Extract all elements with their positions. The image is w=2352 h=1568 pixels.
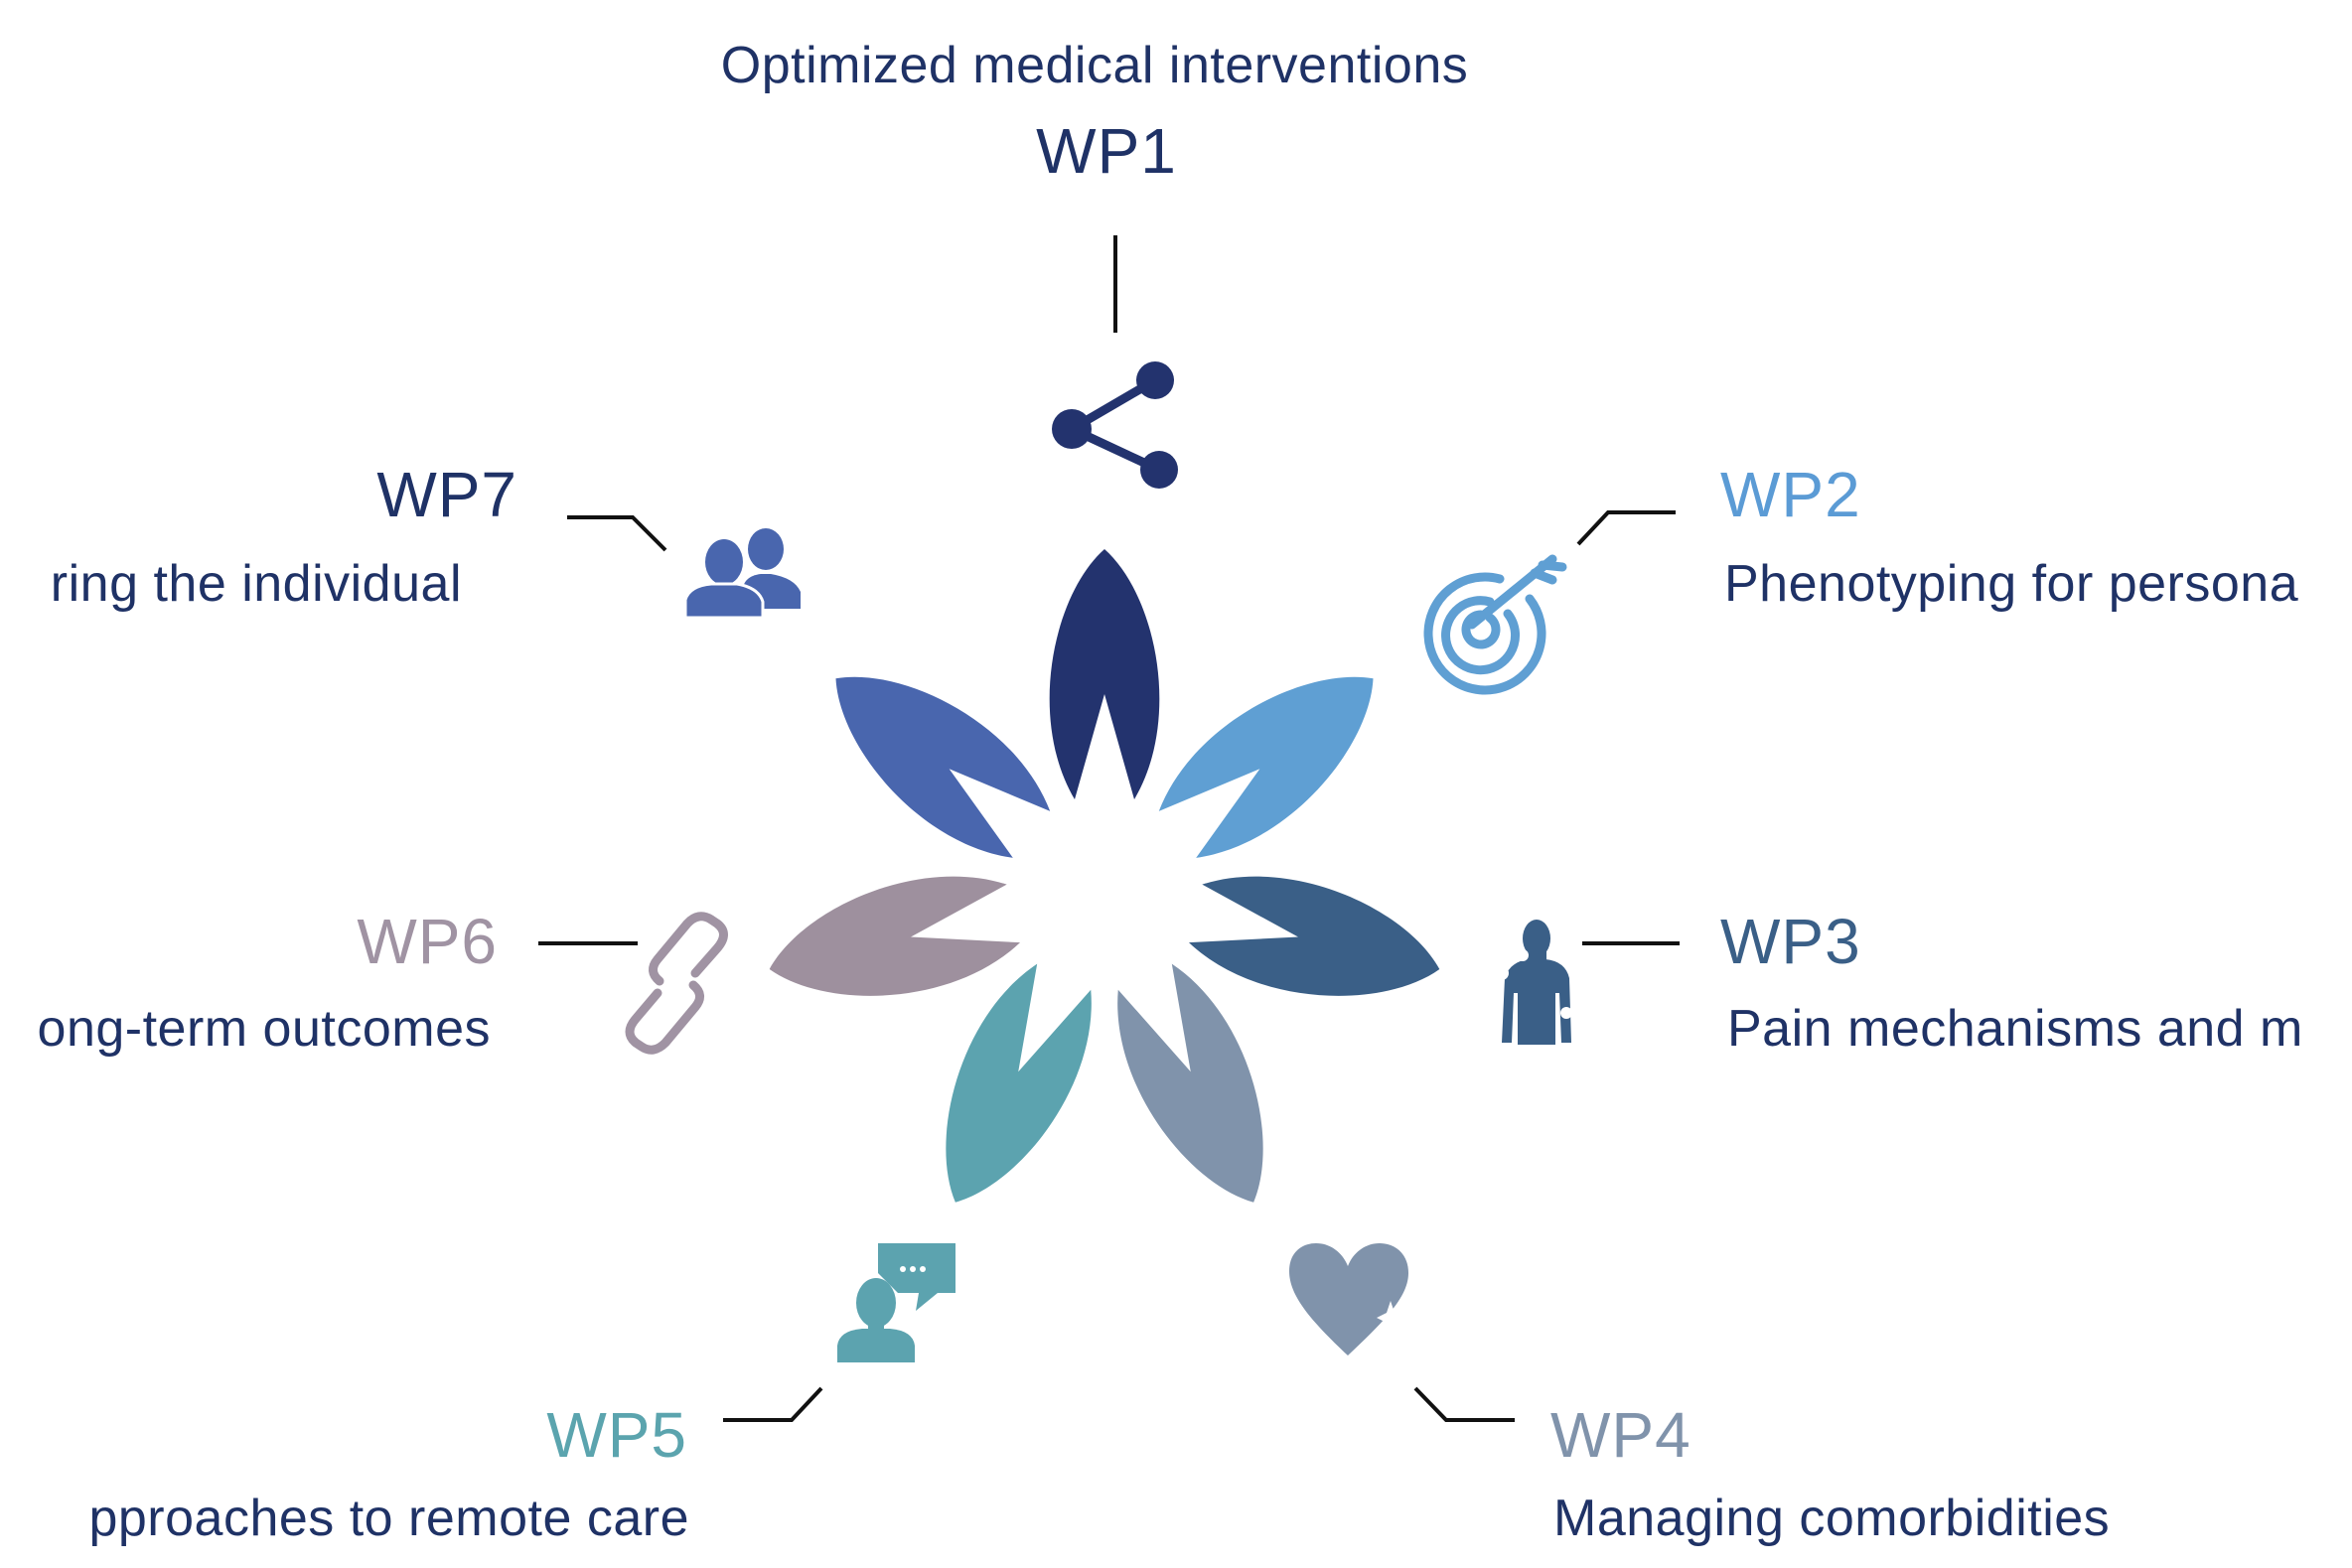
petal-wp1 (1049, 549, 1160, 799)
people-icon (683, 528, 801, 620)
leader-line-wp4 (1413, 1386, 1515, 1422)
wp1-label: WP1 (1036, 115, 1177, 187)
wp4-description: Managing comorbidities (1553, 1490, 2111, 1547)
person-chat-icon (837, 1243, 956, 1362)
wp2-label: WP2 (1720, 459, 1861, 530)
leader-line-wp2 (1576, 510, 1676, 546)
petal-wp5 (946, 963, 1092, 1203)
leader-line-wp7 (567, 515, 667, 552)
wp1-description: Optimized medical interventions (720, 37, 1469, 94)
wp5-description: pproaches to remote care (88, 1490, 689, 1547)
petal-wp4 (1117, 963, 1263, 1203)
wp5-label: WP5 (546, 1399, 687, 1471)
leader-line-wp5 (723, 1386, 823, 1422)
wp7-label: WP7 (376, 459, 517, 530)
wp6-label: WP6 (357, 906, 498, 977)
petal-wp3 (1188, 876, 1440, 996)
wp3-description: Pain mechanisms and m (1727, 1000, 2303, 1058)
petal-wp7 (835, 676, 1051, 858)
wp3-label: WP3 (1720, 906, 1861, 977)
wp4-label: WP4 (1550, 1399, 1691, 1471)
body-joints-icon (1495, 920, 1572, 1045)
wp7-description: ring the individual (50, 555, 462, 613)
heart-sparkle-icon (1289, 1243, 1408, 1355)
target-icon (1423, 554, 1567, 695)
wp6-description: ong-term outcomes (37, 1000, 491, 1058)
flower (769, 549, 1440, 1203)
petal-wp6 (769, 876, 1021, 996)
leader-lines (538, 235, 1680, 1422)
link-icon (625, 912, 728, 1055)
petal-wp2 (1158, 676, 1374, 858)
share-network-icon (1052, 361, 1178, 489)
wp2-description: Phenotyping for persona (1724, 555, 2299, 613)
